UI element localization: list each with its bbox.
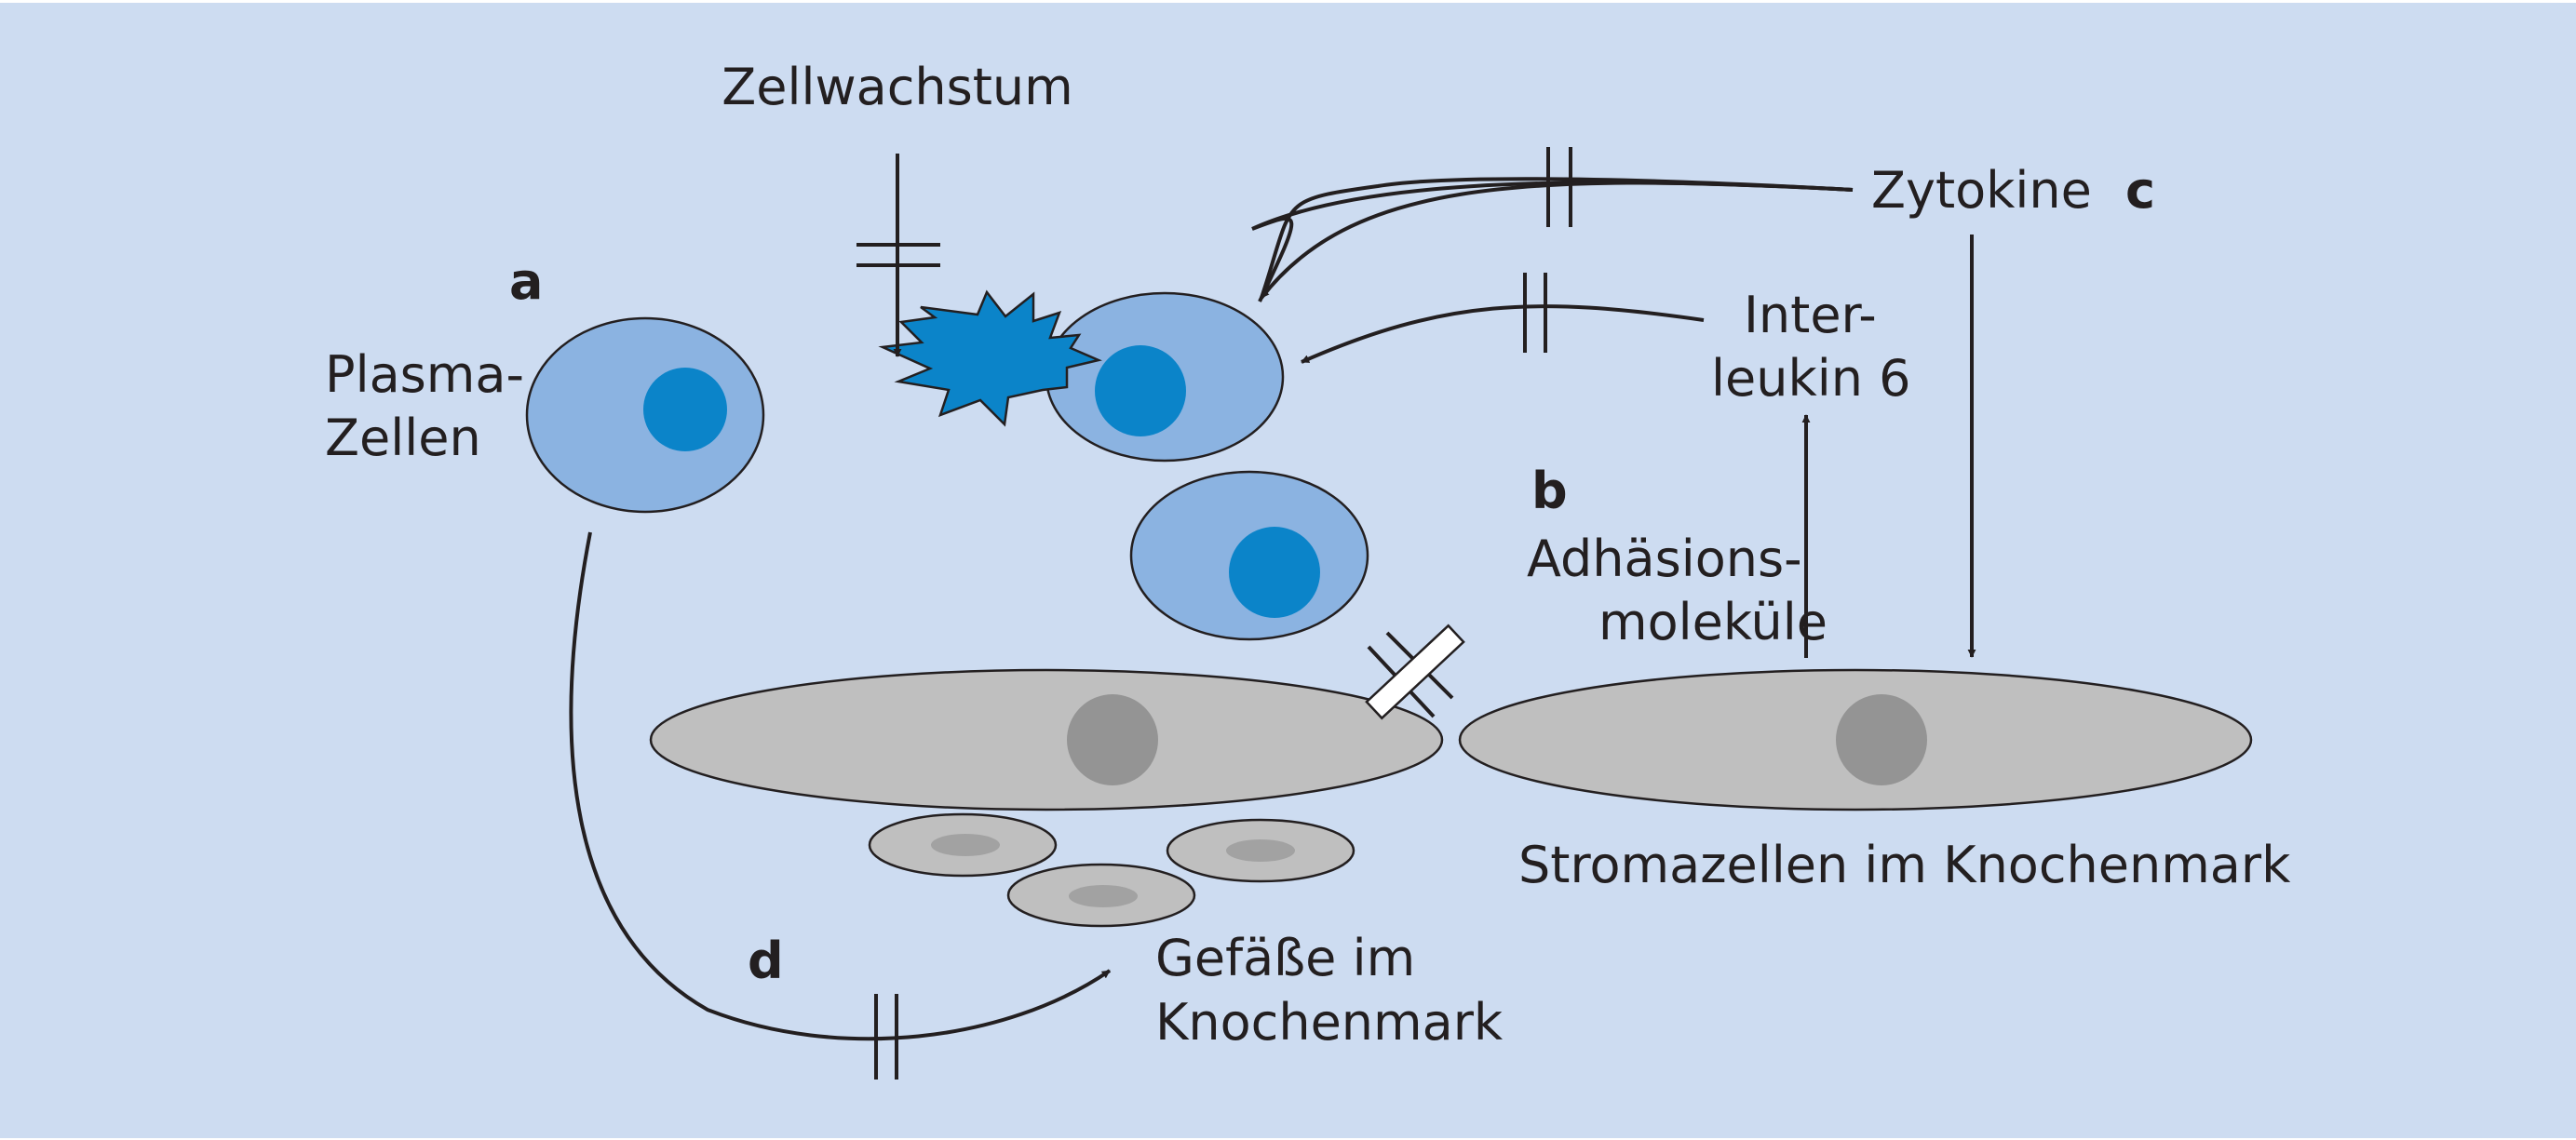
stroma-nucleus-left <box>1067 694 1158 785</box>
label-zellwachstum: Zellwachstum <box>722 58 1073 116</box>
marker-a: a <box>509 252 543 311</box>
cell-growth-burst-icon <box>878 289 1102 427</box>
stroma-nucleus-right <box>1836 694 1927 785</box>
label-gefaesse-1: Gefäße im <box>1155 929 1415 987</box>
cytokine-arrow <box>1251 147 1854 302</box>
label-interleukin-2: leukin 6 <box>1711 349 1910 408</box>
label-stroma: Stromazellen im Knochenmark <box>1518 836 2291 894</box>
plasma-cell-2 <box>1045 291 1285 463</box>
label-zytokine: Zytokine <box>1871 161 2092 220</box>
plasma-nucleus-1 <box>643 368 727 451</box>
marker-d: d <box>748 932 784 990</box>
stroma-cell-right <box>1458 668 2253 811</box>
vessel-cell-3 <box>1006 863 1196 928</box>
marker-c: c <box>2125 161 2155 220</box>
vessel-cell-2 <box>1166 818 1355 883</box>
plasma-nucleus-3 <box>1229 527 1320 618</box>
label-adhaesion-1: Adhäsions- <box>1527 530 1802 588</box>
label-gefaesse-2: Knochenmark <box>1155 993 1504 1052</box>
label-plasma-2: Zellen <box>325 409 481 467</box>
growth-arrow <box>856 154 940 357</box>
plasma-cell-1 <box>525 316 765 514</box>
label-interleukin-1: Inter- <box>1744 286 1877 344</box>
vessel-cell-1 <box>868 812 1058 878</box>
marker-b: b <box>1531 462 1568 520</box>
plasma-nucleus-2 <box>1095 345 1186 436</box>
label-adhaesion-2: moleküle <box>1598 593 1827 651</box>
interleukin-arrow <box>1301 273 1705 364</box>
stroma-cell-left <box>649 668 1444 811</box>
adhesion-block-icon <box>1365 624 1465 720</box>
vessel-arrow <box>569 531 1112 1080</box>
label-plasma-1: Plasma- <box>325 345 524 404</box>
plasma-cell-3 <box>1129 470 1369 641</box>
